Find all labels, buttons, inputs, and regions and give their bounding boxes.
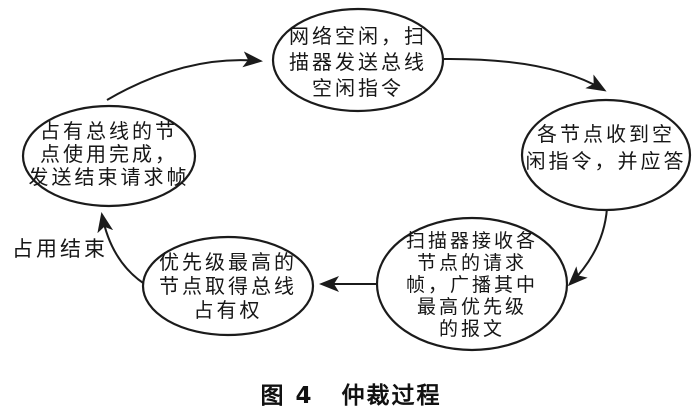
node-text-line: 占有总线的节 xyxy=(40,119,178,143)
arrow-bus-release-to-network-idle xyxy=(106,51,263,101)
node-text-line: 优先级最高的 xyxy=(159,250,297,274)
arrow-nodes-ack-to-scanner-broadcast xyxy=(567,207,608,287)
node-scanner-broadcast: 扫描器接收各 节点的请求 帧，广播其中 最高优先级 的报文 xyxy=(375,216,569,352)
node-highest-priority-gets-bus-ellipse xyxy=(141,235,315,337)
node-text-line: 闲指令，并应答 xyxy=(526,149,687,173)
node-text-line: 帧，广播其中 xyxy=(406,274,538,296)
node-text-line: 节点取得总线 xyxy=(159,274,297,298)
node-bus-owner-finishes-ellipse xyxy=(21,104,197,208)
node-text-line: 网络空闲，扫 xyxy=(289,24,427,48)
node-text-line: 描器发送总线 xyxy=(289,50,427,74)
node-text-line: 各节点收到空 xyxy=(537,122,675,146)
node-text-line: 空闲指令 xyxy=(312,76,404,100)
node-text-line: 点使用完成， xyxy=(40,142,178,166)
figure-caption-title: 仲裁过程 xyxy=(342,382,442,409)
node-text-line: 发送结束请求帧 xyxy=(29,165,190,189)
node-scanner-broadcast-ellipse xyxy=(375,216,569,352)
node-bus-owner-finishes: 占有总线的节 点使用完成， 发送结束请求帧 xyxy=(21,104,197,208)
node-text-line: 的报文 xyxy=(439,318,505,340)
node-text-line: 节点的请求 xyxy=(417,252,527,274)
figure-caption-label: 图 4 xyxy=(260,383,313,409)
node-nodes-receive-and-ack: 各节点收到空 闲指令，并应答 xyxy=(520,98,692,212)
node-text-line: 最高优先级 xyxy=(417,296,527,318)
figure-caption: 图 4 仲裁过程 xyxy=(260,382,441,409)
node-text-line: 占有权 xyxy=(194,298,263,322)
occupation-end-label: 占用结束 xyxy=(12,237,108,261)
node-network-idle-ellipse xyxy=(271,7,445,113)
node-highest-priority-gets-bus: 优先级最高的 节点取得总线 占有权 xyxy=(141,235,315,337)
node-nodes-receive-and-ack-ellipse xyxy=(520,98,692,212)
node-text-line: 扫描器接收各 xyxy=(406,230,538,252)
node-network-idle: 网络空闲，扫 描器发送总线 空闲指令 xyxy=(271,7,445,113)
arrow-network-idle-to-nodes-ack xyxy=(443,57,607,92)
